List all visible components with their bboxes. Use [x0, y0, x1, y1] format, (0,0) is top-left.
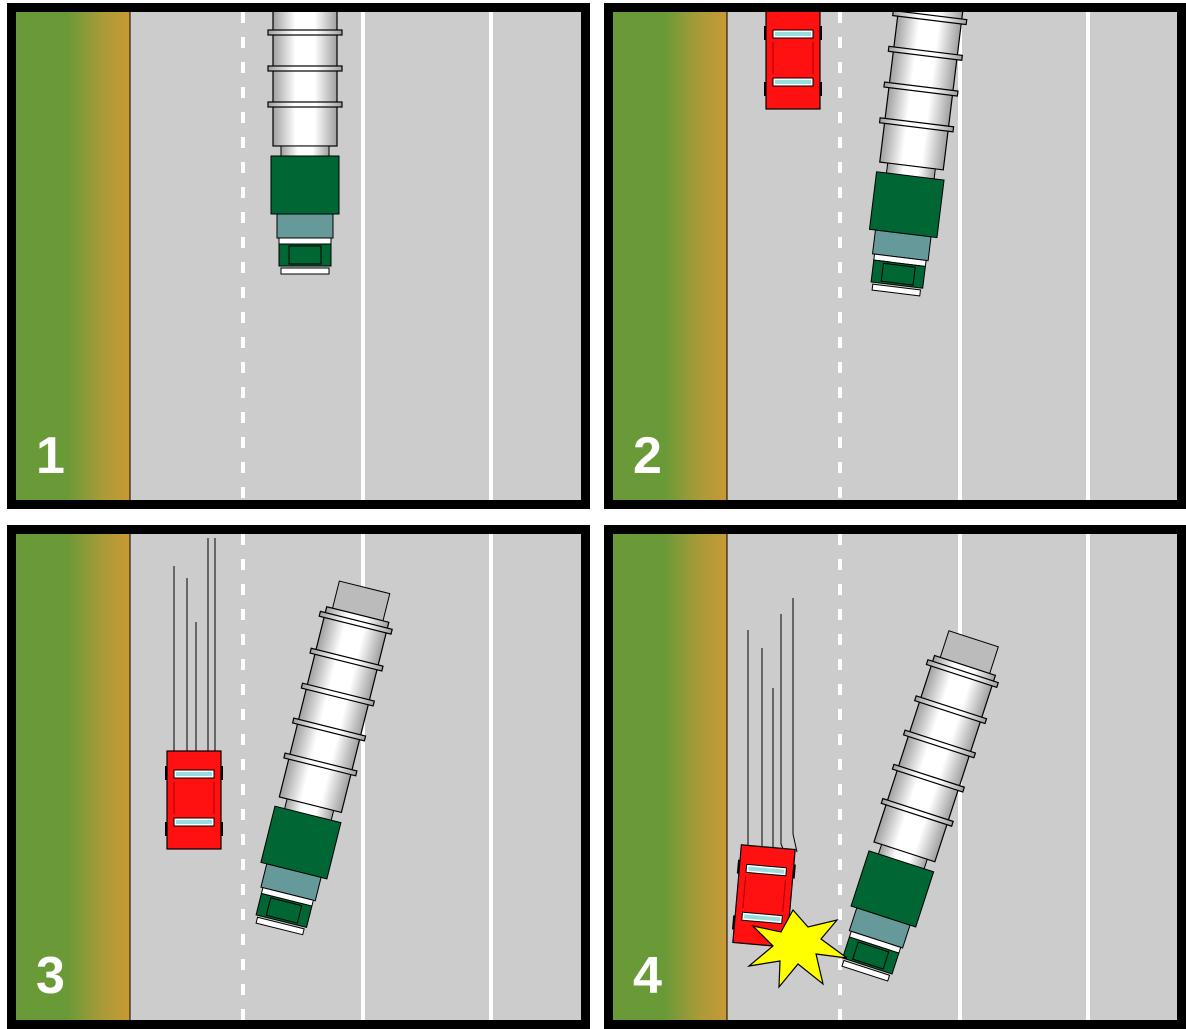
panel-1-scene [16, 12, 586, 502]
skid-marks-icon [174, 538, 215, 752]
tanker-truck-icon [268, 12, 342, 274]
panel-3-scene [16, 534, 586, 1024]
tanker-truck-icon [830, 627, 1009, 985]
road [16, 534, 491, 1024]
skid-marks-icon [748, 598, 797, 864]
panel-4: 4 [604, 525, 1186, 1029]
panel-number: 4 [633, 950, 662, 1002]
panel-number: 2 [633, 430, 662, 482]
car-icon [165, 751, 223, 849]
panel-3: 3 [7, 525, 590, 1029]
panel-2: 2 [604, 3, 1186, 509]
road [613, 12, 1088, 502]
tanker-truck-icon [243, 578, 400, 937]
car-icon [764, 12, 822, 109]
panel-number: 3 [36, 950, 65, 1002]
panel-4-scene [613, 534, 1183, 1024]
panel-number: 1 [36, 430, 65, 482]
panel-2-scene [613, 12, 1183, 502]
panel-1: 1 [7, 3, 590, 509]
road [16, 12, 491, 502]
